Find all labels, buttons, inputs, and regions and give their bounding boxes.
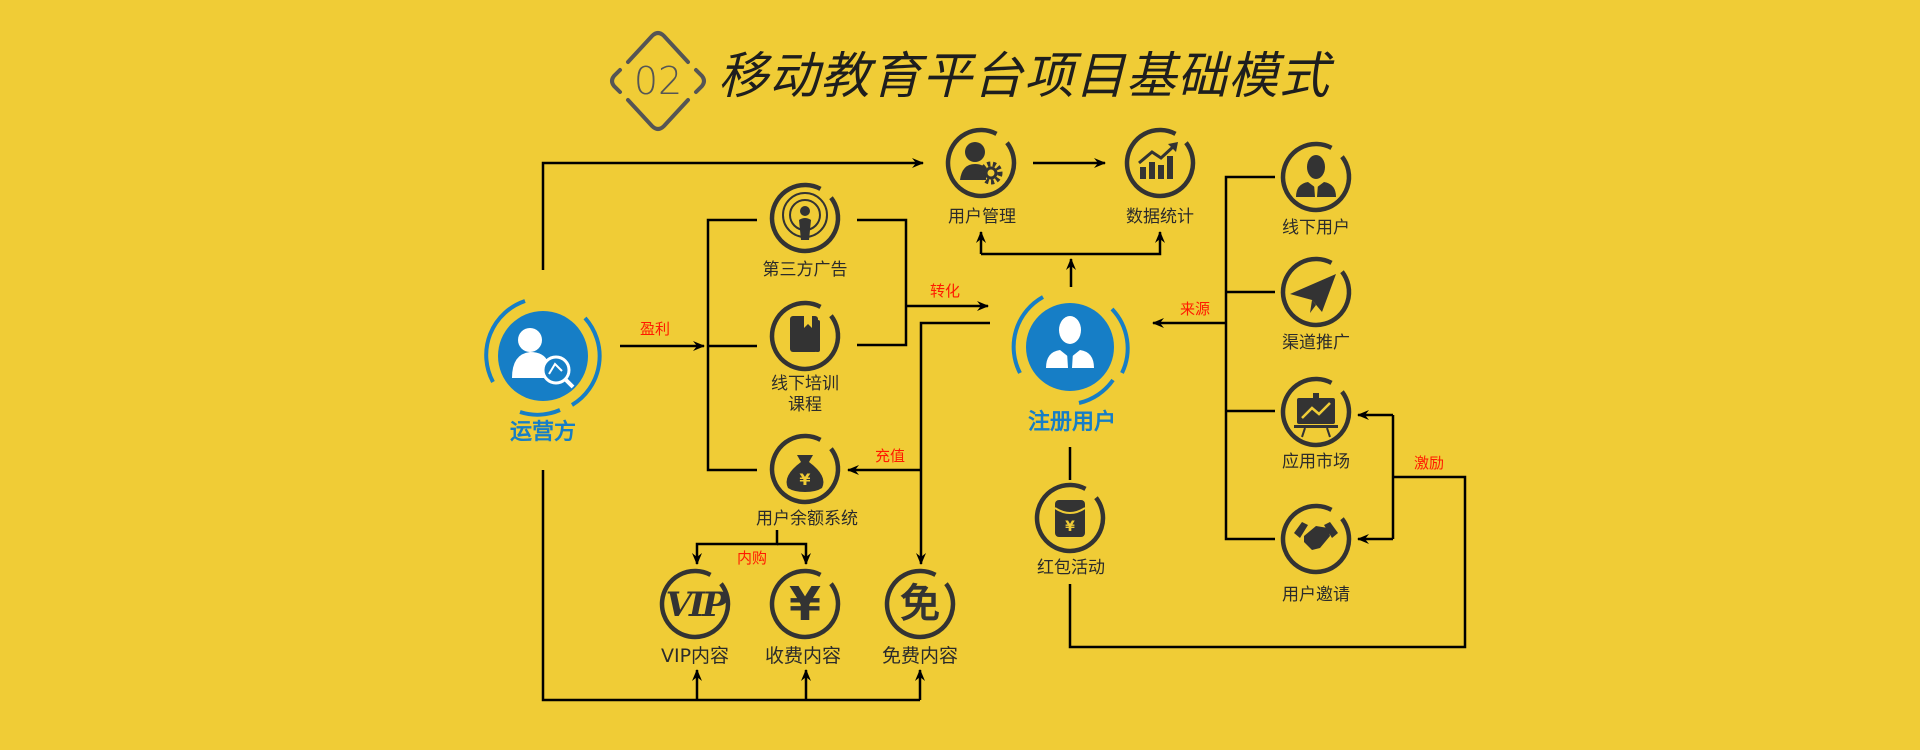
paid-content-label: 收费内容 [764,645,842,667]
channel-promotion-label: 渠道推广 [1282,333,1350,353]
free-content-label: 免费内容 [881,645,959,667]
offline-users-ring [1280,141,1352,213]
user-management-ring [945,127,1017,199]
edge-label-in-app-purchase: 内购 [736,549,768,567]
edge-user-to-management-stats [981,231,1165,256]
edge-incentive-loop [1068,475,1467,649]
free-content-ring [884,568,956,640]
user-invite-ring [1280,503,1352,575]
offline-training-label-line1: 线下培训 [771,374,839,394]
page-title: 移动教育平台项目基础模式 [718,47,1330,105]
app-market-ring [1280,376,1352,448]
vip-content-label: VIP内容 [660,645,730,667]
money-bag-icon: ¥ [786,455,824,492]
connectors [541,158,1467,702]
free-icon: 免 [900,581,940,627]
edge-label-conversion: 转化 [929,282,961,300]
user-gear-icon [960,142,1003,185]
bar-chart-trend-icon [1138,142,1178,179]
bracket-sources [1224,175,1275,541]
book-icon [790,316,820,352]
vip-content-ring [659,568,731,640]
yen-icon: ¥ [788,577,822,631]
operator-analytics-icon [512,328,575,389]
edge-user-to-free-content [916,321,990,565]
svg-text:¥: ¥ [799,470,810,489]
bracket-revenue-right [857,218,908,347]
presentation-board-icon [1294,393,1338,438]
registered-user-label: 注册用户 [1027,410,1117,435]
businessman-icon [1046,316,1094,368]
edge-label-source: 来源 [1179,300,1211,318]
svg-text:¥: ¥ [1065,519,1075,535]
edge-label-incentive: 激励 [1413,454,1445,472]
offline-training-ring [769,300,841,372]
third-party-ads-label: 第三方广告 [762,260,848,280]
section-number-badge: 02 [633,59,683,103]
edge-in-app-purchase [777,542,811,565]
offline-users-label: 线下用户 [1282,218,1350,238]
user-management-label: 用户管理 [948,207,1016,227]
edge-operator-to-user-management [541,158,924,270]
edge-label-recharge: 充值 [874,447,906,465]
edge-operator-to-content [541,470,920,702]
data-statistics-label: 数据统计 [1126,207,1194,227]
paid-content-ring [769,568,841,640]
app-market-label: 应用市场 [1282,452,1350,472]
podcast-broadcast-icon [782,192,828,240]
businessman-icon [1296,155,1336,197]
balance-system-ring [769,433,841,505]
paper-plane-icon [1290,274,1336,313]
user-invite-label: 用户邀请 [1282,585,1350,605]
channel-promotion-ring [1280,256,1352,328]
red-envelope-icon: ¥ [1054,500,1086,537]
badge-diamond-icon [610,31,706,131]
offline-training-label-line2: 课程 [788,395,822,415]
handshake-icon [1294,522,1338,550]
edge-label-profit: 盈利 [639,320,671,338]
operator-node [484,299,602,417]
registered-user-node [1011,295,1130,405]
red-packet-label: 红包活动 [1037,558,1105,578]
operator-label: 运营方 [509,420,577,445]
balance-system-label: 用户余额系统 [756,509,858,529]
red-packet-ring [1034,482,1106,554]
third-party-ads-ring [769,182,841,254]
data-statistics-ring [1124,127,1196,199]
vip-icon: VIP [665,585,728,625]
